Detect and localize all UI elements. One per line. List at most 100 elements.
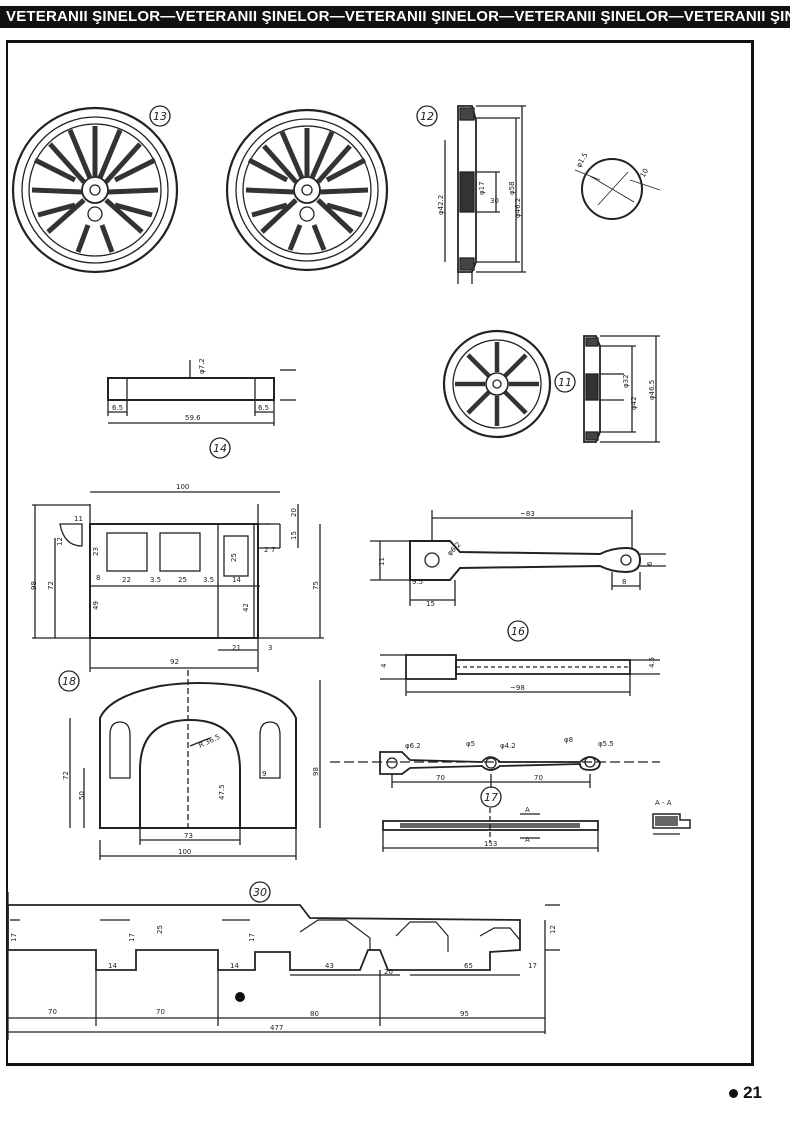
dim-label: 20 (384, 968, 393, 976)
dim-label: 100 (178, 848, 191, 856)
dim-label: φ46.5 (648, 380, 656, 400)
running-header: VETERANII ŞINELOR—VETERANII ŞINELOR—VETE… (0, 6, 790, 28)
dim-label: A - A (655, 799, 672, 807)
dim-label: 49 (92, 601, 100, 610)
dim-label: 75 (312, 581, 320, 590)
part-11-marker (554, 371, 576, 393)
dim-label: 42 (242, 603, 250, 612)
part-30-label: 30 (253, 886, 267, 899)
dim-label: φ4.2 (500, 742, 516, 750)
part-17-label: 17 (484, 791, 498, 804)
dim-label: 17 (128, 933, 136, 942)
part-16-label: 16 (511, 625, 525, 638)
dim-label: 3.5 (203, 576, 214, 584)
part-14-marker (209, 437, 231, 459)
dim-label: 23 (92, 547, 100, 556)
dim-label: 25 (230, 553, 238, 562)
dim-label: 65 (464, 962, 473, 970)
dim-label: 17 (248, 933, 256, 942)
dim-label: 43 (325, 962, 334, 970)
dim-label: 10 (639, 167, 650, 179)
part-18-marker (58, 670, 80, 692)
part-13-label: 13 (153, 110, 167, 123)
dim-label: 17 (10, 933, 18, 942)
dim-label: φ6.2 (446, 541, 463, 558)
dim-label: 153 (484, 840, 497, 848)
dim-label: 98 (312, 767, 320, 776)
wheel-13-left (11, 106, 179, 274)
part-13-marker (149, 105, 171, 127)
dim-label: φ46.2 (514, 198, 522, 218)
part-17-marker (480, 786, 502, 808)
dim-label: 6 (646, 561, 654, 566)
page-number: 21 (729, 1083, 762, 1103)
dim-label: 70 (436, 774, 445, 782)
dim-label: φ5.5 (598, 740, 614, 748)
dim-label: 72 (47, 581, 55, 590)
rod-16 (370, 510, 666, 606)
axle-14 (107, 360, 296, 426)
dim-label: 477 (270, 1024, 283, 1032)
wheel-11-section (583, 335, 660, 443)
dim-label: 98 (30, 581, 38, 590)
dim-label: 2 (264, 546, 268, 554)
dim-label: 50 (78, 791, 86, 800)
rod-17 (330, 751, 660, 788)
dim-label: φ32 (622, 374, 630, 388)
dim-label: 6.5 (258, 404, 269, 412)
dim-label: 3.5 (150, 576, 161, 584)
dim-label: 14 (230, 962, 239, 970)
dim-label: 59.6 (185, 414, 201, 422)
dim-label: φ42 (630, 396, 638, 410)
dim-label: φ7.2 (198, 358, 206, 374)
cab-side-panel (32, 491, 324, 672)
dim-label: A (525, 836, 530, 844)
dim-label: φ17 (478, 181, 486, 195)
dim-label: 100 (176, 483, 189, 491)
wheel-11 (442, 329, 552, 439)
dim-label: 70 (156, 1008, 165, 1016)
part-30-marker (249, 881, 271, 903)
dim-label: 20 (290, 508, 298, 517)
dim-label: 22 (122, 576, 131, 584)
dim-label: 95 (460, 1010, 469, 1018)
dim-label: 3 (268, 644, 272, 652)
rod-17-side (382, 808, 599, 852)
dim-label: 11 (74, 515, 83, 523)
dim-label: φ58 (508, 181, 516, 195)
dim-label: 4 (380, 663, 388, 668)
dim-label: 6.5 (112, 404, 123, 412)
frame-left-border (6, 40, 8, 1066)
drawing-frame (6, 40, 754, 1066)
dim-label: 11 (378, 557, 386, 566)
dim-label: 72 (62, 771, 70, 780)
dim-label: φ5 (466, 740, 475, 748)
dim-label: 9 (262, 770, 266, 778)
axle-section-circle (574, 158, 661, 220)
dim-label: 8 (96, 574, 100, 582)
dim-label: 12 (56, 537, 64, 546)
part-12-marker (416, 105, 438, 127)
dim-label: 15 (426, 600, 435, 608)
dim-label: 9.5 (412, 578, 423, 586)
part-16-marker (507, 620, 529, 642)
dim-label: ~83 (520, 510, 535, 518)
rod-16-side (380, 654, 660, 696)
dim-label: 14 (108, 962, 117, 970)
part-14-label: 14 (213, 442, 227, 455)
dim-label: φ42.2 (437, 195, 445, 215)
dim-label: 30 (490, 197, 499, 205)
dim-label: A (525, 806, 530, 814)
dim-label: 25 (156, 925, 164, 934)
dim-label: 70 (48, 1008, 57, 1016)
dim-label: R 36.5 (197, 733, 221, 750)
dim-label: 8 (622, 578, 626, 586)
part-18-label: 18 (62, 675, 76, 688)
dim-label: φ1.5 (575, 151, 590, 169)
dim-label: 14 (232, 576, 241, 584)
dim-label: 70 (534, 774, 543, 782)
dim-label: 7 (271, 546, 275, 554)
dim-label: 47.5 (218, 784, 226, 800)
part-11-label: 11 (558, 376, 572, 389)
